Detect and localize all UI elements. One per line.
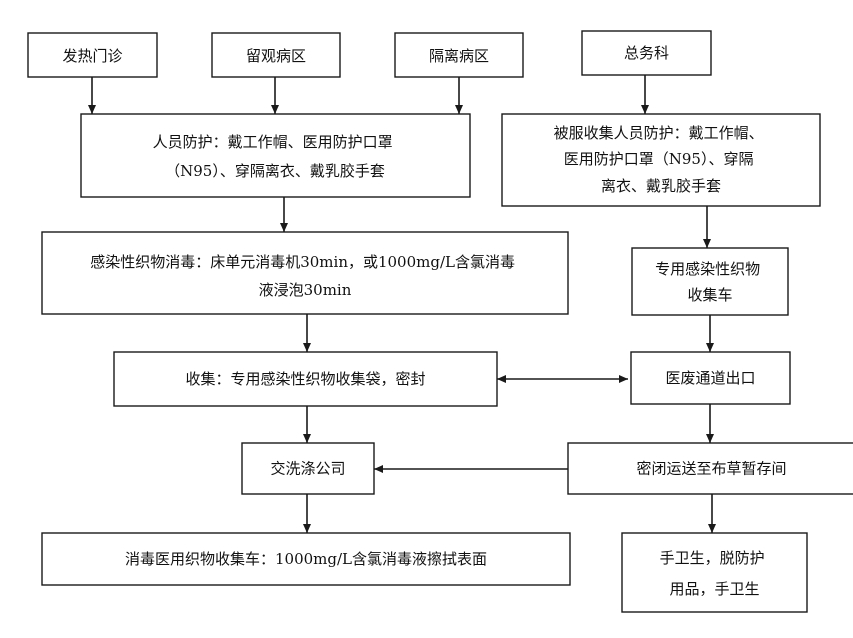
node-sealed-transport: 密闭运送至布草暂存间 bbox=[567, 442, 853, 495]
node-staff-protection-label: 人员防护：戴工作帽、医用防护口罩 （N95）、穿隔离衣、戴乳胶手套 bbox=[153, 133, 398, 180]
node-collection-cart-label: 专用感染性织物 收集车 bbox=[655, 260, 765, 304]
node-collection-cart: 专用感染性织物 收集车 bbox=[631, 247, 789, 316]
node-laundry-company-label: 交洗涤公司 bbox=[270, 460, 345, 478]
node-isolation-ward-label: 隔离病区 bbox=[429, 47, 489, 65]
node-collector-protection: 被服收集人员防护：戴工作帽、 医用防护口罩（N95）、穿隔 离衣、戴乳胶手套 bbox=[501, 113, 821, 207]
node-hand-hygiene: 手卫生，脱防护 用品，手卫生 bbox=[621, 532, 808, 613]
node-fever-clinic-label: 发热门诊 bbox=[62, 47, 122, 65]
node-hand-hygiene-label: 手卫生，脱防护 用品，手卫生 bbox=[660, 549, 770, 598]
node-general-affairs: 总务科 bbox=[581, 30, 712, 76]
node-isolation-ward: 隔离病区 bbox=[394, 32, 524, 78]
node-collector-protection-label: 被服收集人员防护：戴工作帽、 医用防护口罩（N95）、穿隔 离衣、戴乳胶手套 bbox=[554, 124, 769, 195]
node-waste-exit-label: 医废通道出口 bbox=[665, 369, 755, 387]
node-waste-exit: 医废通道出口 bbox=[630, 351, 791, 405]
node-observation-ward-label: 留观病区 bbox=[246, 47, 306, 65]
node-collection: 收集：专用感染性织物收集袋，密封 bbox=[113, 351, 498, 407]
node-laundry-company: 交洗涤公司 bbox=[241, 442, 375, 495]
node-cart-disinfection-label: 消毒医用织物收集车：1000mg/L含氯消毒液擦拭表面 bbox=[125, 550, 487, 568]
node-observation-ward: 留观病区 bbox=[211, 32, 341, 78]
node-staff-protection: 人员防护：戴工作帽、医用防护口罩 （N95）、穿隔离衣、戴乳胶手套 bbox=[80, 113, 471, 198]
node-disinfection-label: 感染性织物消毒：床单元消毒机30min，或1000mg/L含氯消毒 液浸泡30m… bbox=[90, 253, 520, 299]
node-cart-disinfection: 消毒医用织物收集车：1000mg/L含氯消毒液擦拭表面 bbox=[41, 532, 571, 586]
node-sealed-transport-label: 密闭运送至布草暂存间 bbox=[636, 460, 786, 478]
node-disinfection: 感染性织物消毒：床单元消毒机30min，或1000mg/L含氯消毒 液浸泡30m… bbox=[41, 231, 569, 315]
edges bbox=[88, 75, 716, 533]
node-collection-label: 收集：专用感染性织物收集袋，密封 bbox=[185, 370, 425, 388]
node-fever-clinic: 发热门诊 bbox=[27, 32, 158, 78]
node-general-affairs-label: 总务科 bbox=[624, 44, 669, 62]
